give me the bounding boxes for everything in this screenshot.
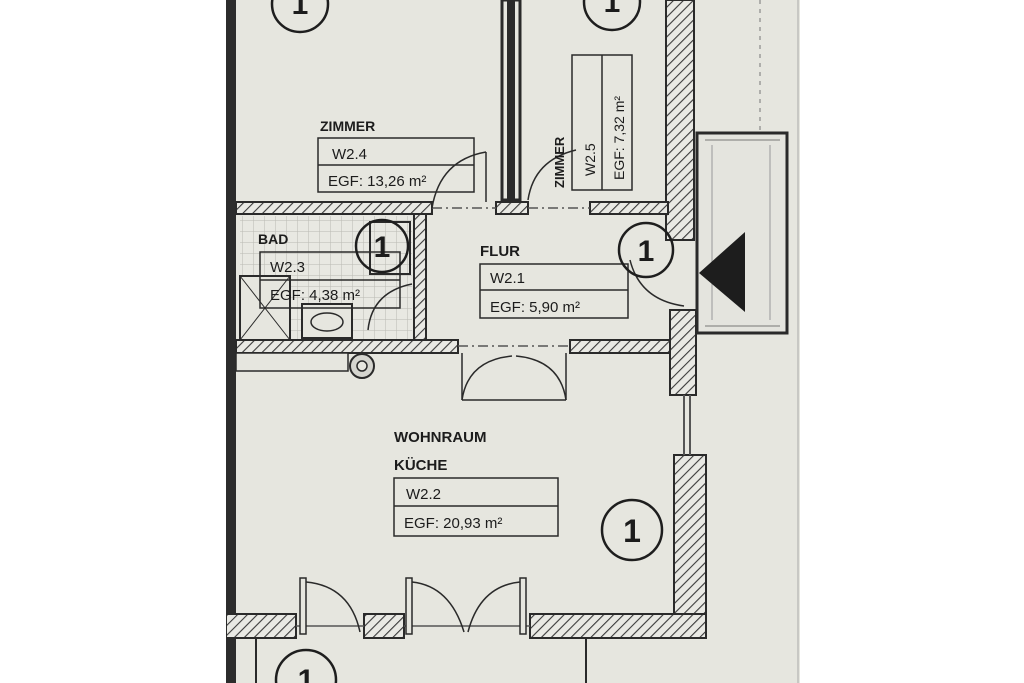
- room-code-bad: W2.3: [270, 259, 305, 276]
- frame-left: [0, 0, 226, 683]
- room-area-zimmer: EGF: 13,26 m²: [328, 173, 426, 190]
- marker-circle-4: 1: [617, 221, 675, 279]
- marker-circle-5: 1: [600, 498, 664, 562]
- room-name2-wohnraum: KÜCHE: [394, 457, 447, 474]
- wall-h1-mid: [495, 201, 529, 215]
- washbasin: [301, 303, 353, 339]
- wall-h1-right: [589, 201, 669, 215]
- svg-text:1: 1: [292, 0, 309, 21]
- room-label-box-wohnraum: [393, 477, 559, 537]
- marker-circle-1: 1: [270, 0, 330, 34]
- room-code-wohnraum: W2.2: [406, 486, 441, 503]
- room-name-flur: FLUR: [480, 243, 520, 260]
- wall-right-lower: [673, 454, 707, 636]
- room-area-bad: EGF: 4,38 m²: [270, 287, 360, 304]
- wall-bath-right: [413, 213, 427, 345]
- svg-text:1: 1: [298, 664, 315, 683]
- wall-h2-left: [235, 339, 459, 354]
- wall-h1-left: [235, 201, 433, 215]
- direction-arrow-icon: [699, 232, 745, 312]
- room-name-zimmer: ZIMMER: [320, 118, 375, 134]
- svg-text:1: 1: [604, 0, 621, 19]
- wall-left: [226, 0, 236, 683]
- room-code-zimmer2: W2.5: [582, 143, 598, 176]
- svg-text:1: 1: [638, 235, 655, 268]
- room-area-flur: EGF: 5,90 m²: [490, 299, 580, 316]
- room-name-zimmer2: ZIMMER: [552, 136, 567, 188]
- wall-right-upper: [665, 0, 695, 241]
- wall-bottom-3: [529, 613, 707, 639]
- marker-circle-2: 1: [582, 0, 642, 32]
- wall-bottom-1: [225, 613, 297, 639]
- wall-right-mid: [669, 309, 697, 396]
- room-label-box-flur: [479, 263, 629, 319]
- room-name-bad: BAD: [258, 231, 288, 247]
- room-area-zimmer2: EGF: 7,32 m²: [611, 96, 627, 180]
- wall-bottom-2: [363, 613, 405, 639]
- room-area-wohnraum: EGF: 20,93 m²: [404, 515, 502, 532]
- frame-right: [800, 0, 1024, 683]
- room-name-wohnraum: WOHNRAUM: [394, 429, 486, 446]
- svg-text:1: 1: [374, 231, 391, 264]
- room-code-zimmer: W2.4: [332, 146, 367, 163]
- wall-h2-right: [569, 339, 671, 354]
- room-code-flur: W2.1: [490, 270, 525, 287]
- svg-text:1: 1: [623, 513, 641, 549]
- marker-circle-6: 1: [274, 648, 338, 683]
- marker-circle-3: 1: [354, 218, 410, 274]
